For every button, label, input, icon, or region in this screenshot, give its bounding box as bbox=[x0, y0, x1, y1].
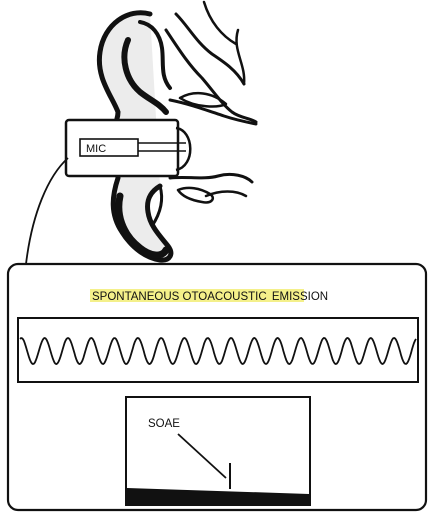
canal-structure-a bbox=[176, 14, 244, 84]
soae-label: SOAE bbox=[148, 418, 180, 430]
waveform-box bbox=[18, 318, 418, 382]
panel-title: SPONTANEOUS OTOACOUSTIC EMISSION bbox=[92, 291, 328, 303]
recording-panel: SPONTANEOUS OTOACOUSTIC EMISSION SOAE bbox=[8, 264, 426, 510]
canal-lower bbox=[170, 100, 256, 124]
lower-structure-a bbox=[170, 174, 252, 182]
probe-cable bbox=[26, 158, 68, 264]
canal-structure-b bbox=[204, 2, 244, 84]
mic-label: MIC bbox=[86, 143, 106, 155]
panel-title-highlighted: SPONTANEOUS OTOACOUSTIC bbox=[92, 291, 267, 303]
canal-upper bbox=[166, 30, 256, 122]
panel-title-rest: EMISSION bbox=[272, 291, 328, 303]
spectrum-box bbox=[126, 397, 310, 505]
